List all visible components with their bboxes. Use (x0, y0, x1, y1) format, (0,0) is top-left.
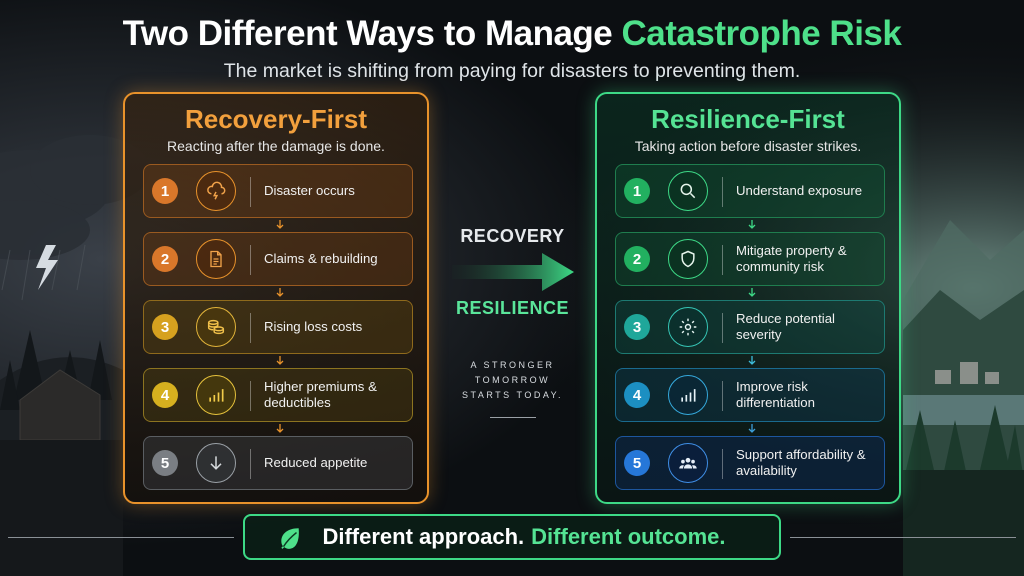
step-number: 1 (624, 178, 650, 204)
step-label: Rising loss costs (264, 319, 363, 334)
connector-arrow (276, 220, 284, 229)
bar-chart-icon (668, 375, 708, 415)
tagline-line-1: A STRONGER (470, 360, 555, 370)
resilience-first-panel: Resilience-First Taking action before di… (595, 92, 901, 504)
connector-arrow (748, 356, 756, 365)
magnifier-icon (668, 171, 708, 211)
title-accent-text: Catastrophe Risk (621, 14, 902, 53)
step-number: 2 (152, 246, 178, 272)
recovery-first-title: Recovery-First (184, 104, 368, 134)
storm-clouds (0, 135, 150, 260)
recovery-label: RECOVERY (460, 226, 565, 246)
title-main-text: Two Different Ways to Manage (122, 14, 622, 53)
step-label: Disaster occurs (264, 183, 355, 198)
document-icon (196, 239, 236, 279)
lightning-bolt (36, 245, 58, 290)
banner-divider-left (8, 537, 234, 538)
resilience-first-subtitle: Taking action before disaster strikes. (634, 138, 862, 154)
arrow-down-icon (196, 443, 236, 483)
resilience-step-2: 2 Mitigate property & community risk (615, 232, 885, 286)
damaged-house (19, 369, 101, 441)
step-label: Understand exposure (736, 183, 863, 198)
step-label: Claims & rebuilding (264, 251, 378, 266)
step-number: 5 (152, 450, 178, 476)
recovery-first-subtitle: Reacting after the damage is done. (167, 138, 385, 154)
page-title: Two Different Ways to Manage Catastrophe… (0, 14, 1024, 54)
resilience-step-5: 5 Support affordability & availability (615, 436, 885, 490)
coins-icon (196, 307, 236, 347)
resilience-step-4: 4 Improve risk differentiation (615, 368, 885, 422)
tagline-line-3: STARTS TODAY. (461, 390, 564, 400)
step-number: 3 (152, 314, 178, 340)
connector-arrow (748, 220, 756, 229)
page-subtitle: The market is shifting from paying for d… (223, 60, 801, 82)
connector-arrow (276, 424, 284, 433)
banner-divider-right (790, 537, 1016, 538)
step-label: Reduced appetite (264, 455, 368, 470)
step-number: 5 (624, 450, 650, 476)
resilience-first-title: Resilience-First (651, 104, 845, 134)
resilience-step-1: 1 Understand exposure (615, 164, 885, 218)
gear-icon (668, 307, 708, 347)
bottom-banner: Different approach.Different outcome. (243, 514, 781, 560)
banner-text-part2: Different outcome. (531, 524, 726, 549)
step-number: 4 (624, 382, 650, 408)
bar-chart-icon (196, 375, 236, 415)
lake (903, 395, 1024, 425)
recovery-step-5: 5 Reduced appetite (143, 436, 413, 490)
shield-icon (668, 239, 708, 279)
recovery-step-1: 1 Disaster occurs (143, 164, 413, 218)
tagline-divider (490, 417, 536, 418)
step-label: Support affordability & availability (736, 447, 866, 478)
connector-arrow (748, 288, 756, 297)
connector-arrow (276, 288, 284, 297)
step-number: 2 (624, 246, 650, 272)
step-number: 1 (152, 178, 178, 204)
step-label: Improve risk differentiation (736, 379, 815, 410)
recovery-step-2: 2 Claims & rebuilding (143, 232, 413, 286)
step-number: 3 (624, 314, 650, 340)
step-label: Reduce potential severity (736, 311, 835, 342)
houses-right (935, 362, 999, 384)
banner-text-part1: Different approach. (322, 524, 525, 549)
recovery-step-3: 3 Rising loss costs (143, 300, 413, 354)
connector-arrow (276, 356, 284, 365)
tagline-line-2: TOMORROW (474, 375, 551, 385)
recovery-first-panel: Recovery-First Reacting after the damage… (123, 92, 429, 504)
resilience-label: RESILIENCE (455, 298, 570, 318)
transition-arrow (452, 253, 574, 291)
resilience-step-3: 3 Reduce potential severity (615, 300, 885, 354)
recovery-step-4: 4 Higher premiums & deductibles (143, 368, 413, 422)
step-label: Higher premiums & deductibles (264, 379, 377, 410)
step-number: 4 (152, 382, 178, 408)
storm-cloud-icon (196, 171, 236, 211)
leaf-icon (281, 528, 299, 549)
connector-arrow (748, 424, 756, 433)
step-label: Mitigate property & community risk (736, 243, 847, 274)
people-icon (668, 443, 708, 483)
